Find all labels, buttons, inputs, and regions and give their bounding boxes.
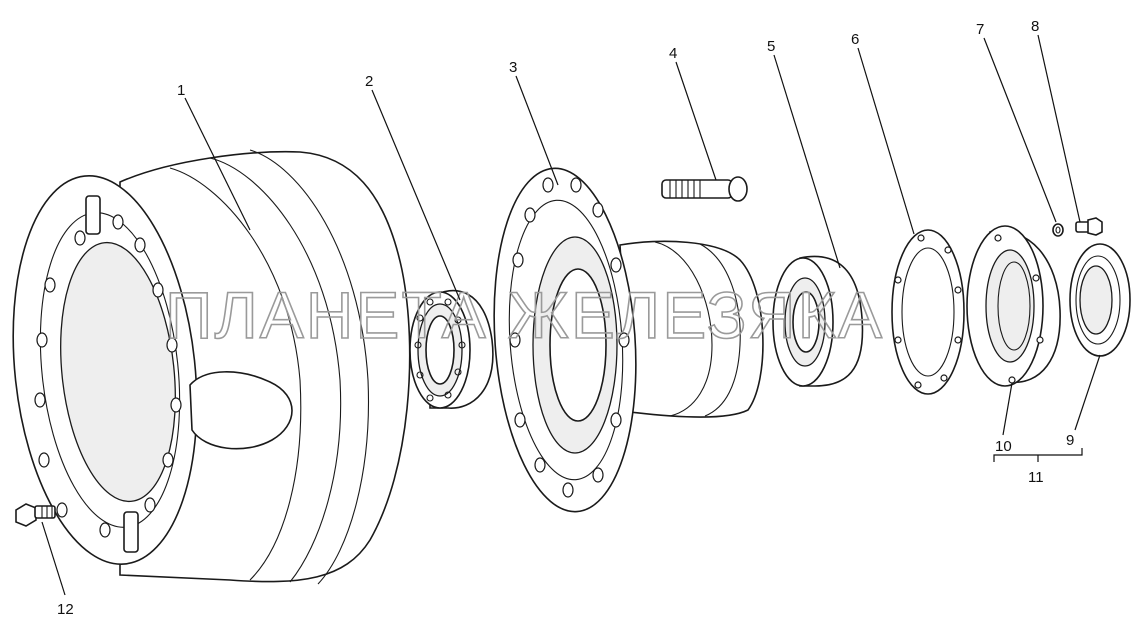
callout-7: 7: [976, 21, 984, 38]
bracket-11: [993, 448, 1083, 462]
watermark-text: ПЛАНЕТА ЖЕЛЕЗЯКА: [165, 278, 884, 352]
bolt-part-8: [1075, 217, 1103, 236]
gasket-part: [891, 229, 965, 395]
callout-3: 3: [509, 59, 517, 76]
callout-6: 6: [851, 31, 859, 48]
leader-10: [1002, 382, 1013, 436]
wheel-hub-part: [493, 167, 764, 513]
callout-5: 5: [767, 38, 775, 55]
seal-part: [1069, 243, 1131, 357]
leader-2: [371, 89, 461, 301]
leader-3: [515, 75, 559, 186]
bearing-part-5: [772, 255, 864, 387]
washer-part: [1052, 223, 1064, 237]
leader-12: [41, 521, 66, 596]
leader-5: [773, 54, 841, 269]
leader-1: [184, 97, 251, 231]
brake-drum-part: [12, 149, 411, 585]
leader-4: [675, 61, 717, 181]
leader-9: [1074, 354, 1101, 431]
callout-labels: 1 2 3 4 5 6 7 8 9 10 11 12: [57, 18, 1074, 618]
callout-2: 2: [365, 73, 373, 90]
cover-part: [966, 225, 1061, 387]
wheel-stud-part: [661, 176, 748, 202]
callout-11: 11: [1028, 469, 1044, 486]
callout-9: 9: [1066, 432, 1074, 449]
bolt-part-12: [15, 503, 56, 527]
leader-6: [857, 47, 915, 235]
leader-lines: [41, 34, 1101, 596]
leader-7: [983, 37, 1057, 223]
callout-8: 8: [1031, 18, 1039, 35]
callout-10: 10: [995, 438, 1012, 455]
roller-bearing-part: [409, 289, 494, 409]
leader-8: [1037, 34, 1081, 223]
callout-1: 1: [177, 82, 185, 99]
callout-4: 4: [669, 45, 677, 62]
callout-12: 12: [57, 601, 74, 618]
